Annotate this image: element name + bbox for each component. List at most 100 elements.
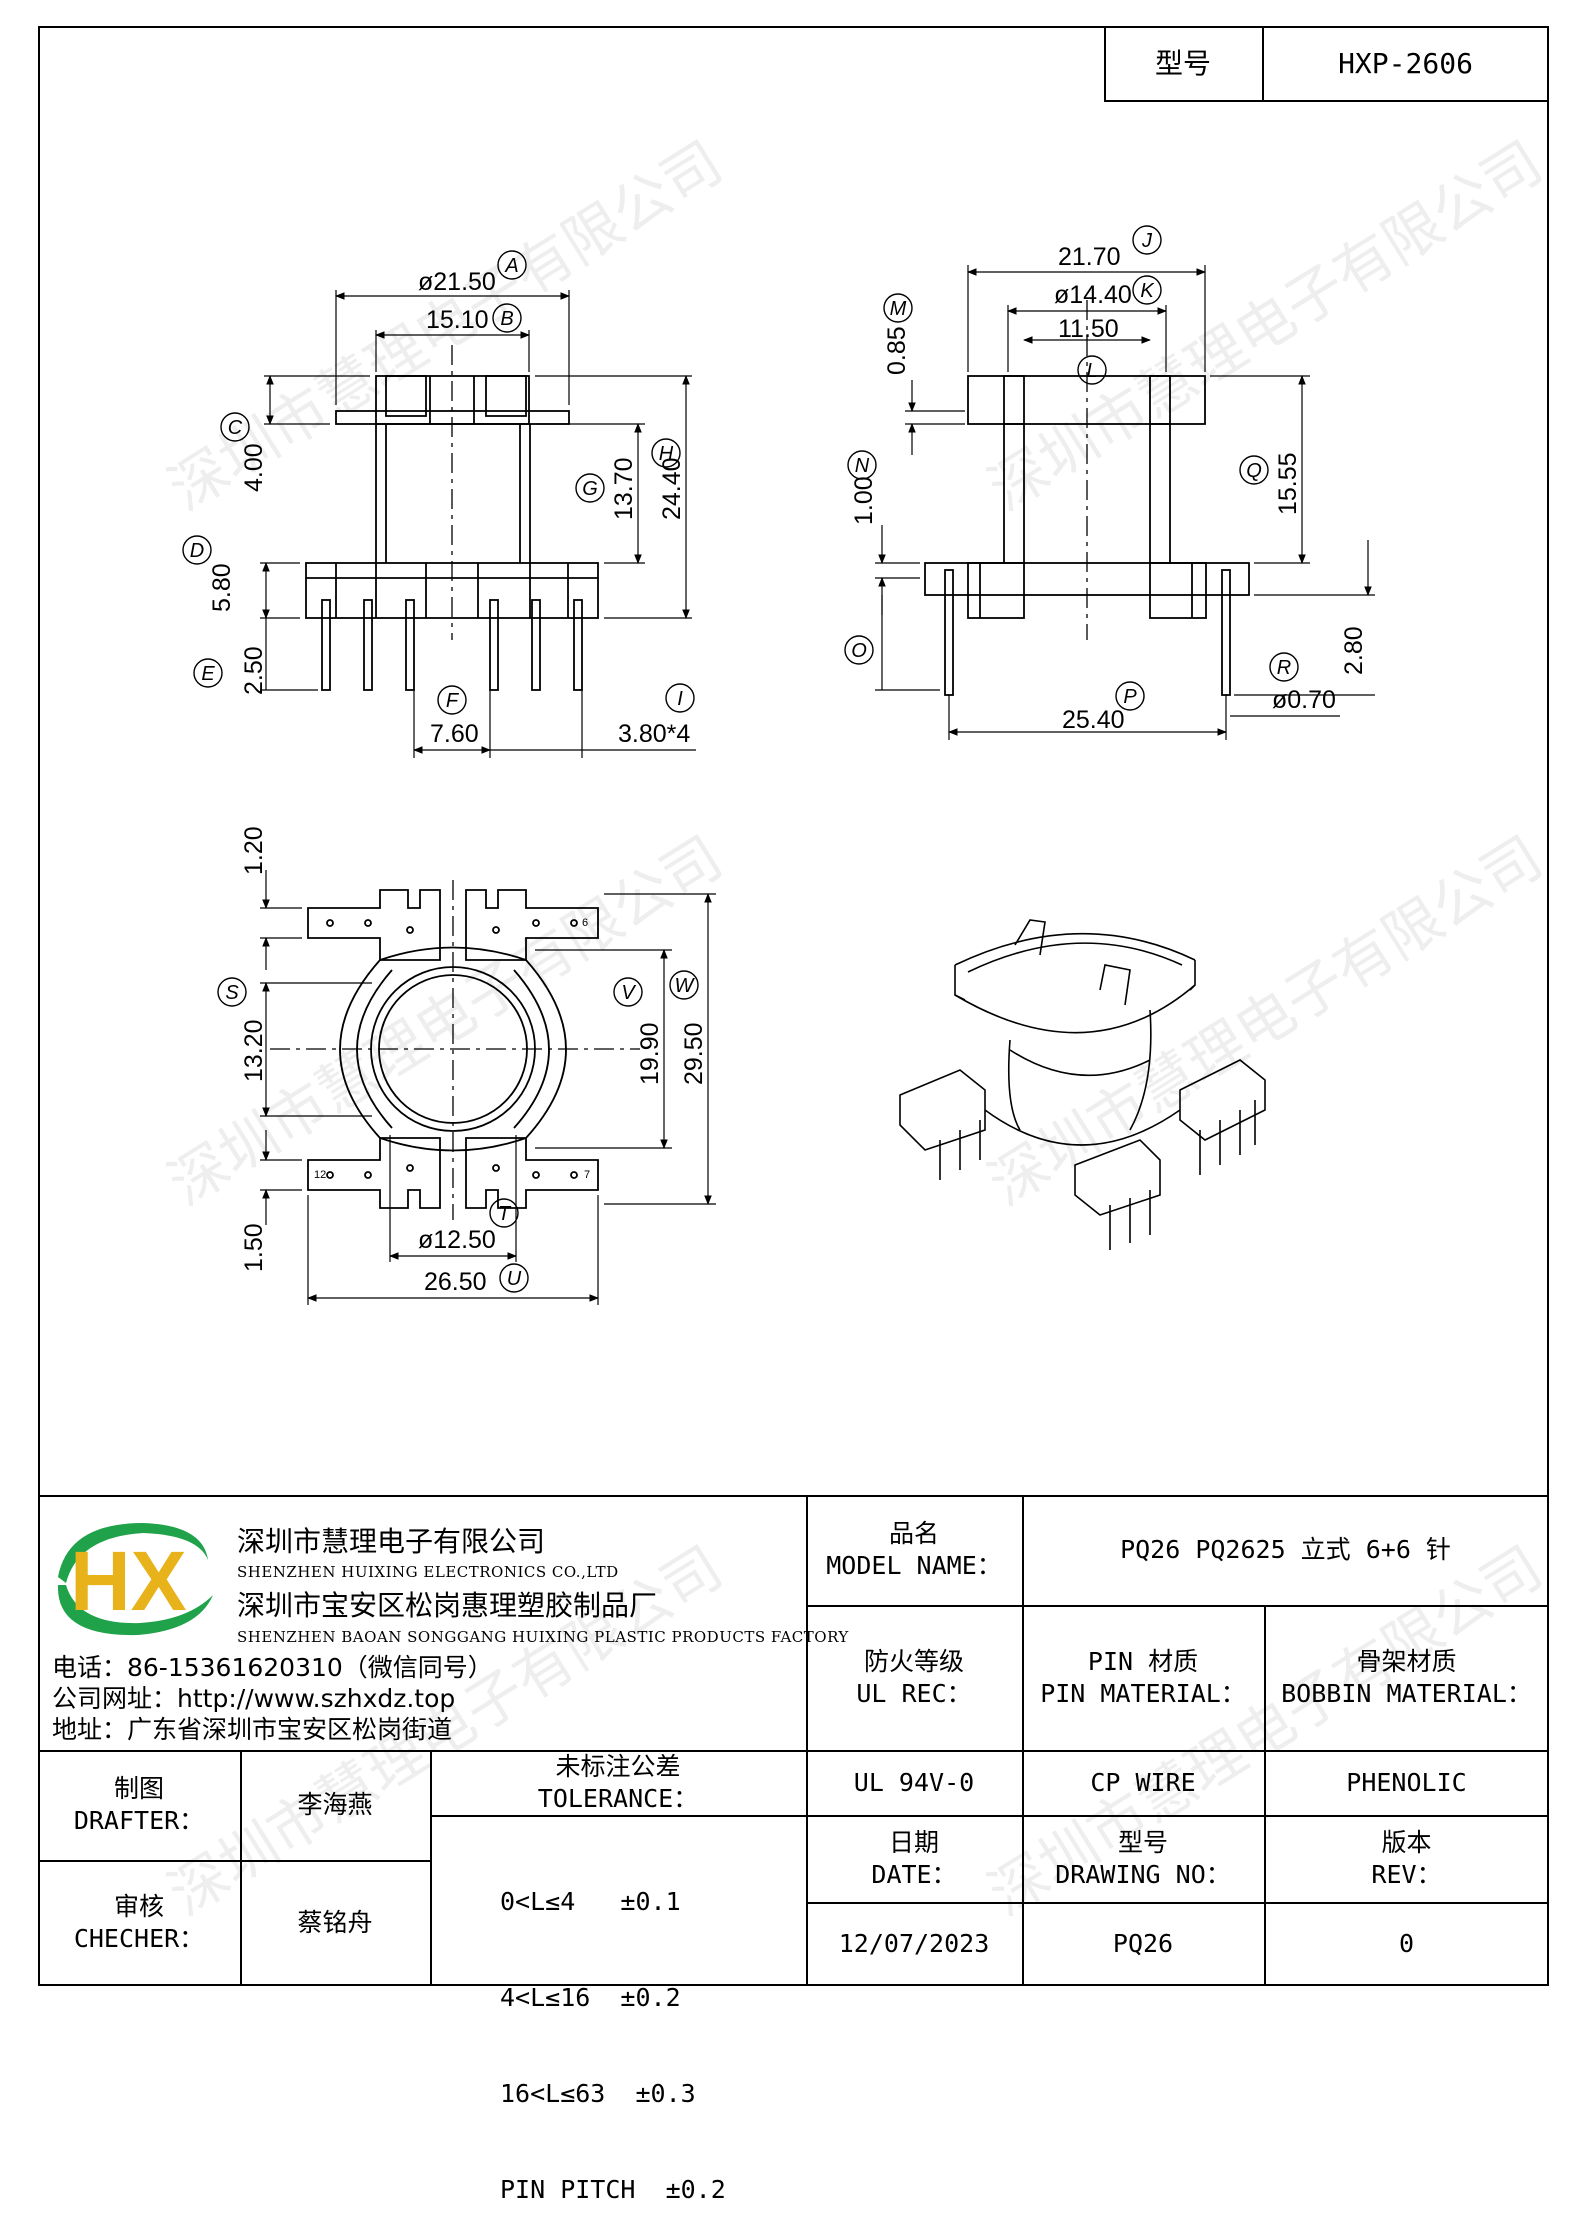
dim-R: ø0.70 (1272, 686, 1336, 714)
company-logo: HX (57, 1523, 214, 1636)
drawing-no-value: PQ26 (1112, 1929, 1174, 1958)
svg-text:N: N (855, 455, 870, 477)
dim-G: 13.70 (610, 457, 638, 520)
checker-name: 蔡铭舟 (297, 1908, 373, 1937)
pin-material-value: CP WIRE (1090, 1767, 1196, 1797)
svg-text:J: J (1141, 230, 1153, 252)
dim-top: 1.20 (240, 826, 268, 875)
dim-P: 25.40 (1062, 706, 1125, 734)
company-name-cn: 深圳市慧理电子有限公司 (237, 1525, 546, 1558)
tolerance-row: 0<L≤4 ±0.1 (500, 1887, 681, 1916)
dim-V: 19.90 (636, 1022, 664, 1085)
callout-circles (182, 225, 1299, 1293)
bobbin-material-value: PHENOLIC (1346, 1767, 1467, 1797)
svg-text:R: R (1277, 657, 1291, 679)
svg-text:G: G (582, 478, 598, 500)
contact-website: 公司网址：http://www.szhxdz.top (52, 1684, 456, 1713)
isometric-view (899, 919, 1266, 1250)
front-view (260, 290, 696, 758)
tolerance-label: 未标注公差 TOLERANCE： (537, 1751, 699, 1813)
drawing-no-label: 型号 DRAWING NO： (1055, 1827, 1231, 1889)
svg-text:S: S (225, 982, 239, 1004)
svg-text:F: F (446, 690, 460, 712)
model-name-value: PQ26 PQ2625 立式 6+6 针 (1120, 1535, 1451, 1564)
svg-text:A: A (504, 255, 518, 277)
model-value: HXP-2606 (1338, 47, 1473, 80)
model-name-label: 品名 MODEL NAME： (826, 1519, 1002, 1580)
divider (806, 1605, 1549, 1607)
svg-text:6: 6 (582, 917, 588, 929)
dim-D: 5.80 (208, 563, 236, 612)
svg-text:7: 7 (584, 1169, 590, 1181)
svg-text:U: U (507, 1268, 522, 1290)
dim-L: 11.50 (1058, 315, 1119, 343)
dim-F: 7.60 (430, 720, 479, 748)
dim-A: ø21.50 (418, 268, 496, 296)
drawing-frame (38, 26, 1549, 1986)
dim-R2: 2.80 (1340, 626, 1368, 675)
dim-K: ø14.40 (1054, 281, 1132, 309)
tolerance-row: PIN PITCH ±0.2 (500, 2175, 726, 2204)
ul-value: UL 94V-0 (853, 1767, 975, 1797)
contact-address: 地址：广东省深圳市宝安区松岗街道 (52, 1715, 453, 1744)
svg-text:I: I (677, 688, 683, 710)
svg-text:12: 12 (314, 1169, 326, 1181)
company-name-en: SHENZHEN HUIXING ELECTRONICS CO.,LTD (237, 1563, 619, 1581)
rev-label: 版本 REV： (1371, 1827, 1442, 1889)
dim-Q: 15.55 (1274, 452, 1302, 515)
dim-C: 4.00 (240, 443, 268, 492)
svg-text:O: O (851, 640, 867, 662)
svg-text:Q: Q (1246, 460, 1262, 482)
rev-value: 0 (1398, 1929, 1415, 1958)
dim-T: ø12.50 (418, 1226, 496, 1254)
divider (806, 1902, 1549, 1904)
dim-bottom: 1.50 (240, 1223, 268, 1272)
dim-E: 2.50 (240, 646, 268, 695)
svg-text:L: L (1086, 360, 1097, 382)
svg-text:C: C (228, 417, 243, 439)
drafter-name: 李海燕 (297, 1790, 373, 1819)
drafter-label: 制图 DRAFTER： (73, 1774, 205, 1835)
contact-phone: 电话：86-15361620310（微信同号） (52, 1653, 493, 1682)
divider (38, 1750, 1549, 1752)
svg-text:T: T (498, 1203, 512, 1225)
dim-W: 29.50 (680, 1022, 708, 1085)
svg-text:E: E (201, 663, 215, 685)
dim-B: 15.10 (426, 306, 489, 334)
factory-name-en: SHENZHEN BAOAN SONGGANG HUIXING PLASTIC … (237, 1628, 849, 1646)
dim-U: 26.50 (424, 1268, 487, 1296)
svg-text:B: B (500, 308, 513, 330)
dimension-labels: ø21.50 15.10 4.00 5.80 2.50 7.60 13.70 2… (208, 243, 1368, 1296)
technical-drawing: ø21.50 15.10 4.00 5.80 2.50 7.60 13.70 2… (182, 225, 1375, 1305)
svg-text:D: D (190, 540, 204, 562)
divider (430, 1815, 1549, 1817)
svg-text:P: P (1123, 686, 1137, 708)
divider (430, 1750, 432, 1986)
dim-M: 0.85 (883, 326, 911, 375)
ul-rec-label: 防火等级 UL REC： (856, 1646, 972, 1708)
bottom-view (260, 870, 716, 1305)
svg-text:HX: HX (70, 1534, 187, 1628)
svg-text:K: K (1140, 280, 1155, 302)
bobbin-material-label: 骨架材质 BOBBIN MATERIAL： (1281, 1646, 1532, 1708)
checker-label: 审核 CHECHER： (73, 1892, 205, 1953)
date-value: 12/07/2023 (838, 1929, 990, 1958)
title-block-top (38, 1495, 1549, 1497)
model-box-divider (1262, 26, 1264, 102)
factory-name-cn: 深圳市宝安区松岗惠理塑胶制品厂 (237, 1589, 658, 1622)
dim-N: 1.00 (850, 476, 878, 525)
divider (1264, 1605, 1266, 1986)
dim-J: 21.70 (1058, 243, 1121, 271)
tolerance-row: 16<L≤63 ±0.3 (500, 2079, 696, 2108)
divider (806, 1495, 808, 1986)
dim-I: 3.80*4 (618, 720, 690, 748)
svg-text:W: W (675, 975, 696, 997)
svg-text:V: V (621, 982, 636, 1004)
pin-numbers: 6 12 7 (314, 917, 590, 1181)
svg-text:M: M (890, 298, 907, 320)
pin-material-label: PIN 材质 PIN MATERIAL： (1040, 1646, 1246, 1708)
tolerance-list: 0<L≤4 ±0.1 4<L≤16 ±0.2 16<L≤63 ±0.3 PIN … (500, 1822, 726, 2238)
model-box (1104, 26, 1549, 102)
dim-S: 13.20 (240, 1019, 268, 1082)
